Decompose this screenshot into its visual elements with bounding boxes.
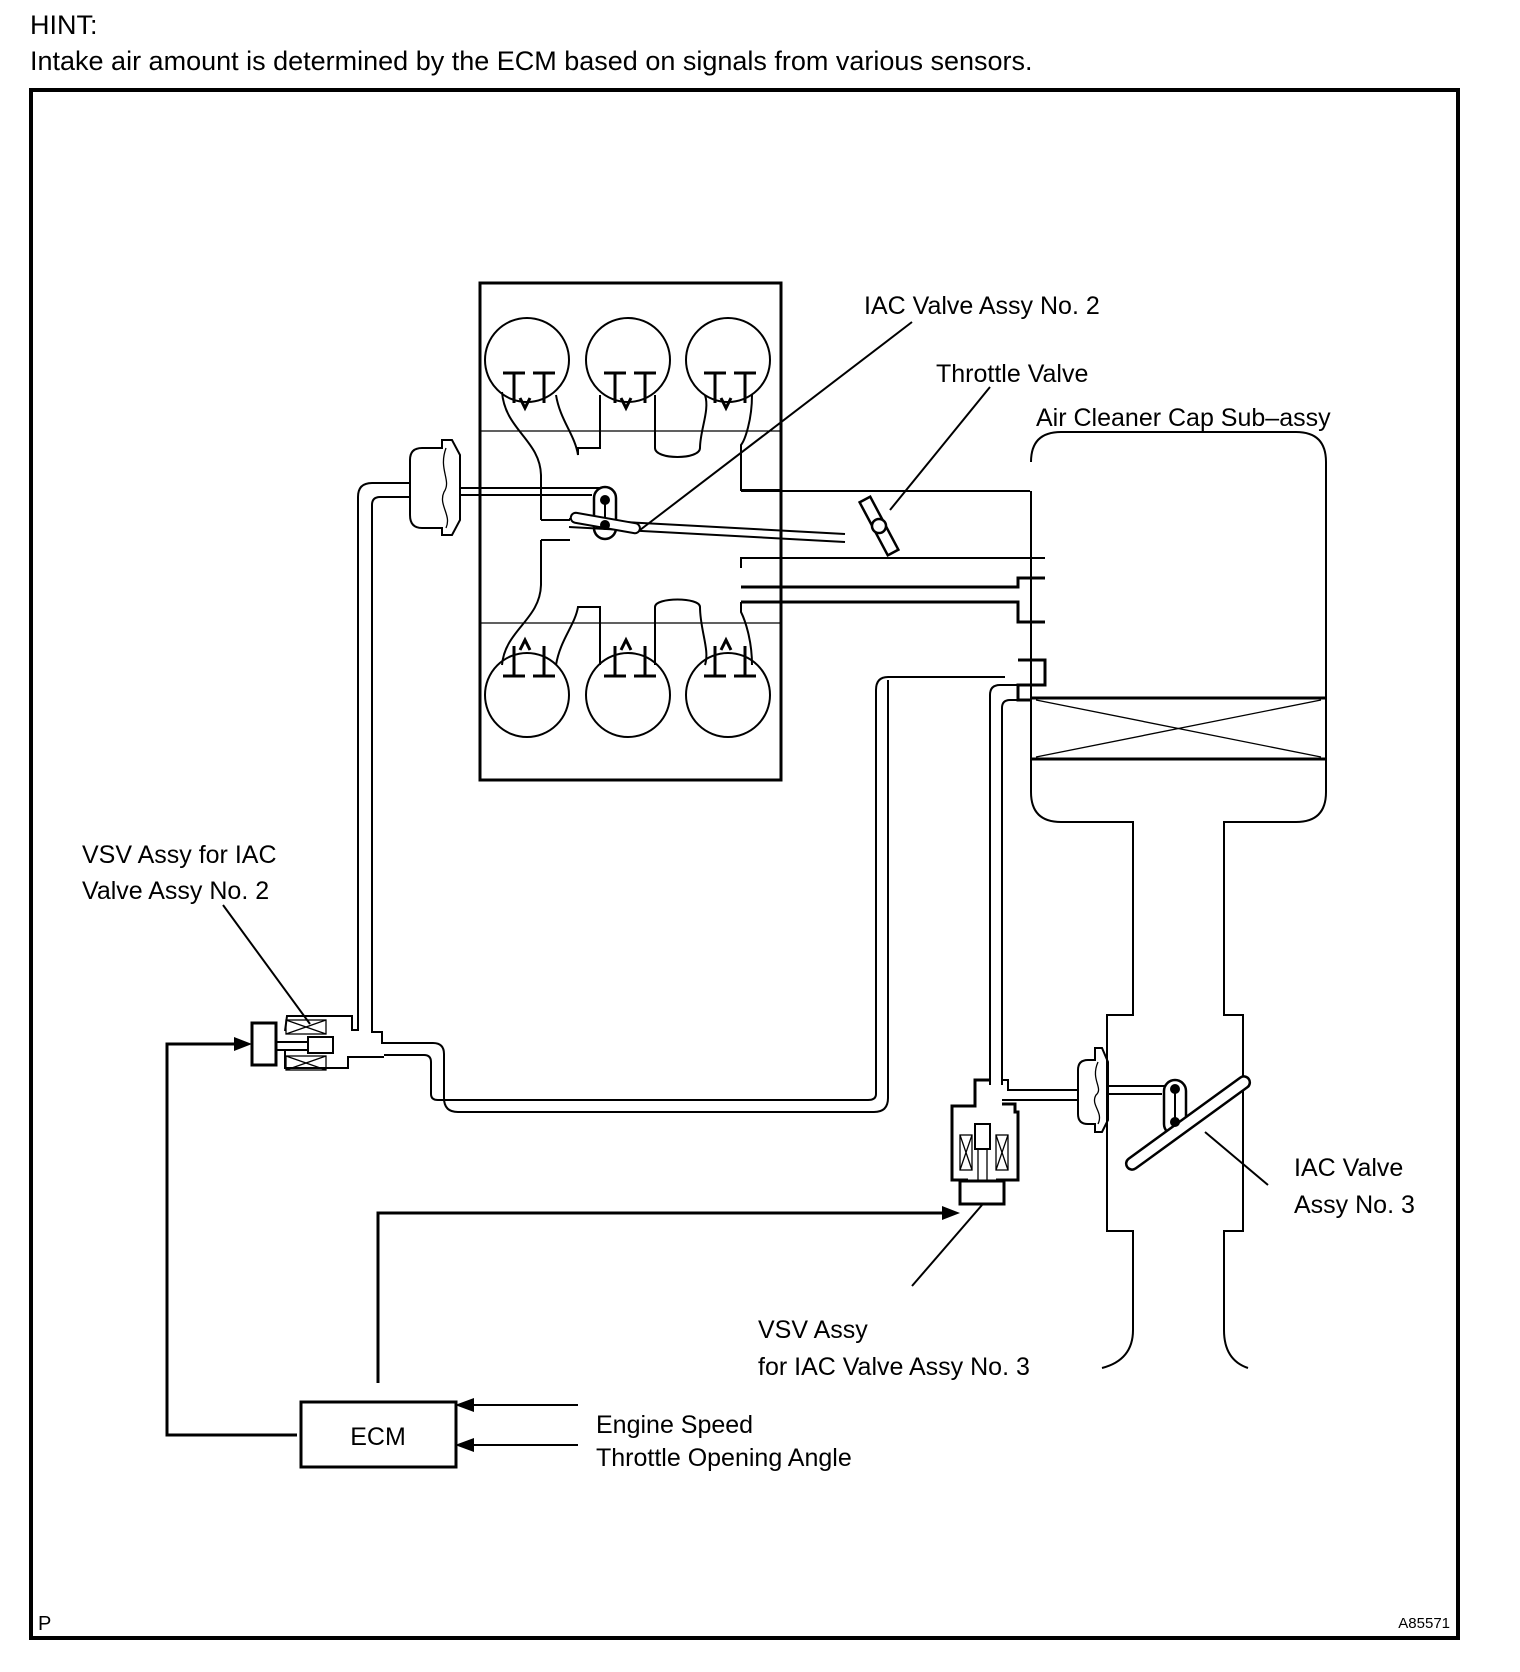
- signal-wiring: [165, 1037, 960, 1452]
- arrow-to-vsv2: [234, 1037, 252, 1051]
- ecm-label: ECM: [350, 1423, 406, 1451]
- label-engine-speed: Engine Speed: [596, 1411, 753, 1439]
- hint-label: HINT:: [30, 10, 98, 40]
- vacuum-hose-iac2: [357, 482, 410, 1015]
- label-iac-valve-no3-line2: Assy No. 3: [1294, 1191, 1415, 1219]
- arrow-throttle-angle: [455, 1438, 474, 1452]
- hint-text: Intake air amount is determined by the E…: [30, 46, 1033, 76]
- figure-frame: [29, 88, 1460, 1640]
- vsv-no2: [250, 676, 1005, 1113]
- label-iac-valve-no2: IAC Valve Assy No. 2: [864, 292, 1100, 320]
- leader-lines: [222, 321, 1269, 1287]
- arrow-to-vsv3: [942, 1206, 960, 1220]
- label-iac-valve-no3-line1: IAC Valve: [1294, 1154, 1403, 1182]
- iac-valve-no3: [1077, 1047, 1252, 1171]
- label-air-cleaner-cap: Air Cleaner Cap Sub–assy: [1036, 404, 1331, 432]
- cylinder-bank-lower: [484, 636, 771, 738]
- figure-id: A85571: [1398, 1615, 1450, 1632]
- vsv-no3: [950, 1078, 1078, 1206]
- vsv-no2-connector: [250, 1021, 278, 1067]
- label-throttle-valve: Throttle Valve: [936, 360, 1088, 388]
- vacuum-hose-iac3: [989, 684, 1018, 1085]
- throttle-valve: [857, 495, 901, 557]
- label-vsv-iac3-line2: for IAC Valve Assy No. 3: [758, 1353, 1030, 1381]
- label-vsv-iac2-line2: Valve Assy No. 2: [82, 877, 269, 905]
- air-cleaner-cap: [1030, 431, 1327, 1369]
- vsv-no3-connector: [958, 1179, 1006, 1206]
- arrow-engine-speed: [455, 1398, 474, 1412]
- engine-block: [478, 281, 783, 782]
- label-vsv-iac3-line1: VSV Assy: [758, 1316, 868, 1344]
- cylinder-bank-upper: [484, 317, 771, 412]
- ecm-box: [299, 1400, 458, 1469]
- intake-duct: [740, 490, 1047, 702]
- label-vsv-iac2-line1: VSV Assy for IAC: [82, 841, 277, 869]
- label-throttle-opening-angle: Throttle Opening Angle: [596, 1444, 852, 1472]
- iac-valve-no2: [409, 439, 846, 543]
- corner-mark: P: [38, 1613, 51, 1635]
